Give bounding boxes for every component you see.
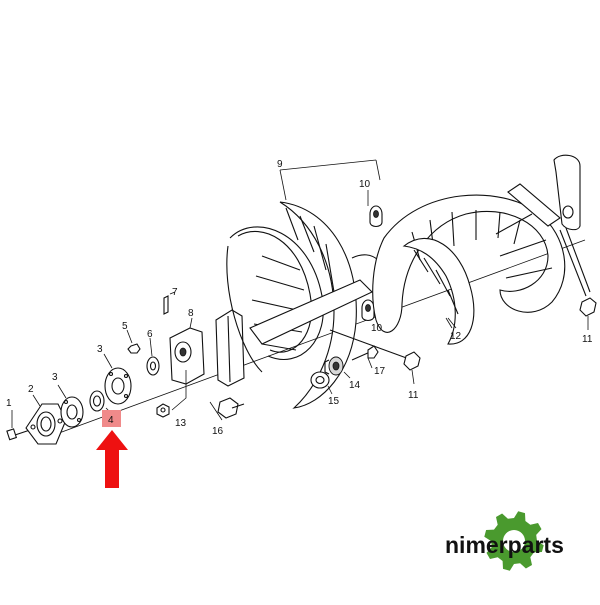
callout-10-upper: 10 [359,179,371,190]
part-6-washer [146,337,160,376]
callout-14: 14 [349,380,361,391]
part-12-auger-flighting-right [372,194,566,345]
callout-13: 13 [175,418,187,429]
shaft-axis-line [39,239,586,441]
part-8-bearing-block [169,317,205,385]
callout-10-lower: 10 [371,323,383,334]
part-11-bolt-right [579,297,597,330]
gear-icon [484,511,544,571]
part-12-leader [445,317,453,329]
part-10-bushing-lower [361,299,375,322]
part-4-highlight-box [102,410,121,427]
callout-17: 17 [374,366,386,377]
part-10-bushing-upper [367,190,383,228]
part-5-nut [126,329,141,354]
part-11-bolt-center [329,329,421,385]
part-13-nut [156,370,187,418]
callout-9: 9 [277,159,283,170]
part-16-bolt [209,397,245,421]
callout-3-upper: 3 [97,344,103,355]
part-9-leader [279,159,381,201]
auger-flighting-left [226,201,357,409]
callout-7: 7 [172,287,178,298]
part-3-flange-plate-upper [103,353,132,405]
callout-4: 4 [108,415,114,426]
part-15-washer [310,371,333,395]
callout-15: 15 [328,396,340,407]
part-4-bearing [89,390,113,415]
auger-center-hub [249,254,388,345]
callout-12: 12 [450,331,462,342]
callout-16: 16 [212,426,224,437]
part-3-flange-plate-lower [57,384,84,428]
part-7-shear-pin [163,291,176,315]
callout-2: 2 [28,384,34,395]
callout-11-right: 11 [582,334,593,345]
callout-8: 8 [188,308,194,319]
part-17-bolt [351,345,379,369]
callout-1: 1 [6,398,12,409]
auger-right-shaft-housing [507,154,591,297]
brand-logo: nimerparts [445,511,564,571]
callout-11-center: 11 [408,390,419,401]
auger-paddle-plate [215,309,245,387]
callout-3-lower: 3 [52,372,58,383]
part-14-lock-nut [324,356,351,379]
callout-6: 6 [147,329,153,340]
red-arrow-icon [96,430,128,488]
part-2-flange-housing [25,394,67,445]
brand-name: nimerparts [445,532,564,558]
callout-5: 5 [122,321,128,332]
